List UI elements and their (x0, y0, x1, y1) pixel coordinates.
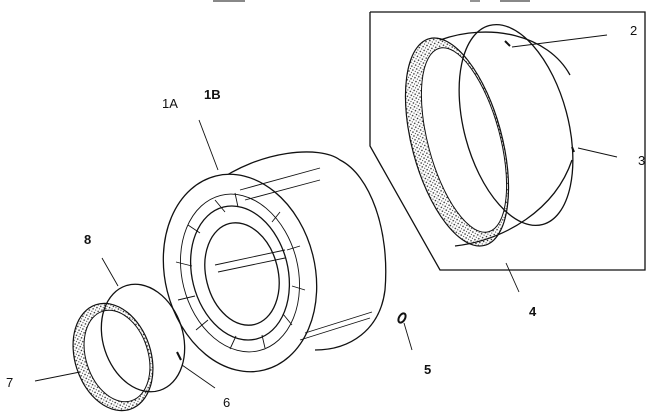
leader-lines (34, 34, 618, 389)
front-ring-6-7-8 (72, 283, 186, 412)
callout-2: 2 (630, 23, 637, 38)
callout-4: 4 (529, 304, 537, 319)
seal-ring-2-3 (404, 23, 575, 247)
inset-box (369, 11, 646, 271)
clip-part-5 (397, 312, 413, 351)
callout-8: 8 (84, 232, 91, 247)
callout-1B: 1B (204, 87, 221, 102)
callout-3: 3 (638, 153, 645, 168)
callout-1A: 1A (162, 96, 178, 111)
callout-7: 7 (6, 375, 13, 390)
callout-6: 6 (223, 395, 230, 410)
callout-5: 5 (424, 362, 431, 377)
drum-1A-1B (162, 151, 387, 373)
